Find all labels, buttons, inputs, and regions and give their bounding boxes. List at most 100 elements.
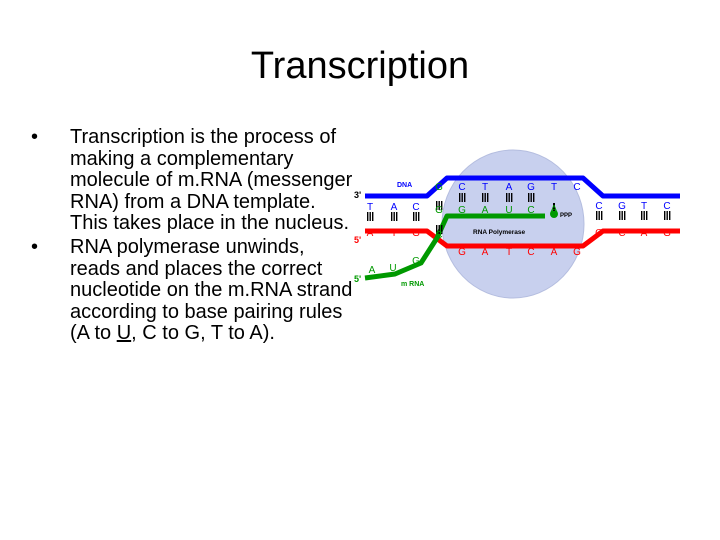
bottom-strand-base: A — [641, 228, 648, 239]
mrna-tail-base: U — [389, 263, 396, 274]
top-strand-base: C — [663, 201, 670, 212]
base-pair-bar — [598, 211, 600, 220]
base-pair-bar — [393, 212, 395, 221]
base-pair-bar — [643, 211, 645, 220]
mrna-paired-base: A — [482, 205, 489, 216]
ppp-label: PPP — [560, 213, 572, 219]
template-bubble-base: T — [482, 182, 488, 193]
base-pair-bar — [436, 201, 438, 210]
base-pair-bar — [528, 193, 530, 202]
slide-title: Transcription — [250, 45, 470, 87]
bullet-marker: • — [31, 235, 39, 258]
bottom-strand-base: G — [663, 228, 671, 239]
mrna-rising-base: C — [435, 230, 442, 241]
mrna-paired-base: U — [505, 205, 512, 216]
coding-bubble-base: C — [527, 247, 534, 258]
top-strand-base: C — [412, 202, 419, 213]
base-pair-bar — [511, 193, 513, 202]
five-prime-mrna-label: 5' — [354, 274, 361, 284]
base-pair-bar — [441, 201, 443, 210]
mrna-strand — [364, 213, 545, 281]
three-prime-label: 3' — [354, 190, 361, 200]
bullet-underlined-u: U — [116, 322, 132, 345]
base-pair-bar — [506, 193, 508, 202]
template-edge-base: C — [573, 182, 580, 193]
bullet-text-end: , C to G, T to A). — [131, 322, 275, 345]
dna-template-strand — [365, 175, 680, 199]
base-pair-bar — [459, 193, 461, 202]
base-pair-bar — [646, 211, 648, 220]
base-pair-bar — [415, 212, 417, 221]
top-strand-base: A — [391, 202, 398, 213]
coding-bubble-base: A — [482, 247, 489, 258]
top-strand-base: C — [595, 201, 602, 212]
base-pair-bar — [624, 211, 626, 220]
dna-coding-strand — [365, 228, 680, 249]
coding-bubble-base: G — [573, 247, 581, 258]
base-pair-bar — [641, 211, 643, 220]
bottom-strand-base: A — [367, 228, 374, 239]
mrna-tail-base: G — [412, 256, 420, 267]
base-pair-bar — [413, 212, 415, 221]
bottom-strand-base: G — [595, 228, 603, 239]
base-pair-bar — [441, 225, 443, 234]
base-pair-bar — [621, 211, 623, 220]
bullet-text: Transcription is the process of making a… — [70, 126, 353, 235]
incoming-nucleotide — [550, 210, 558, 218]
bullet-text-start: RNA polymerase unwinds, reads and places… — [70, 235, 353, 345]
template-bubble-base: A — [506, 182, 513, 193]
mrna-incoming-base: A — [551, 204, 558, 215]
base-pair-bar — [438, 201, 440, 210]
base-pair-bar — [533, 193, 535, 202]
top-strand-base: G — [618, 201, 626, 212]
bullet-transcription-definition: • Transcription is the process of making… — [28, 126, 358, 235]
base-pair-bar — [508, 193, 510, 202]
mrna-paired-base: C — [527, 205, 534, 216]
base-pair-bar — [482, 193, 484, 202]
base-pair-bar — [530, 193, 532, 202]
dna-label: DNA — [397, 182, 412, 189]
base-pair-bar — [372, 212, 374, 221]
rna-polymerase-bubble — [441, 149, 585, 299]
base-pair-bar — [367, 212, 369, 221]
bottom-strand-base: T — [391, 228, 397, 239]
five-prime-label: 5' — [354, 235, 361, 245]
coding-bubble-base: T — [506, 247, 512, 258]
base-pair-bar — [391, 212, 393, 221]
top-strand-base: T — [367, 202, 373, 213]
bottom-strand-base: G — [412, 228, 420, 239]
bullet-rna-polymerase: • RNA polymerase unwinds, reads and plac… — [28, 235, 358, 345]
base-pair-bar — [418, 212, 420, 221]
template-bubble-base: T — [551, 182, 557, 193]
base-pair-bar — [666, 211, 668, 220]
mrna-label: m RNA — [401, 281, 424, 288]
rna-polymerase-label: RNA Polymerase — [473, 229, 526, 236]
base-pair-bars — [367, 193, 671, 234]
base-pair-bar — [596, 211, 598, 220]
mrna-paired-base: G — [435, 205, 443, 216]
template-bubble-base: C — [458, 182, 465, 193]
mrna-tail-base: A — [369, 265, 376, 276]
coding-bubble-base: A — [551, 247, 558, 258]
bottom-strand-base: C — [618, 228, 625, 239]
base-pair-bar — [664, 211, 666, 220]
top-strand-base: T — [641, 201, 647, 212]
base-pair-bar — [601, 211, 603, 220]
incoming-nucleotide-bar — [553, 203, 555, 211]
base-pair-bar — [464, 193, 466, 202]
bullet-marker: • — [31, 126, 39, 148]
template-bubble-base: G — [527, 182, 535, 193]
base-pair-bar — [669, 211, 671, 220]
base-pair-bar — [461, 193, 463, 202]
coding-bubble-base: G — [458, 247, 466, 258]
bullet-list: • Transcription is the process of making… — [28, 126, 358, 347]
mrna-paired-base: G — [458, 205, 466, 216]
base-pair-bar — [436, 225, 438, 234]
base-pair-bar — [487, 193, 489, 202]
base-pair-bar — [369, 212, 371, 221]
mrna-rising-base: G — [435, 182, 443, 193]
base-pair-bar — [619, 211, 621, 220]
base-pair-bar — [438, 225, 440, 234]
